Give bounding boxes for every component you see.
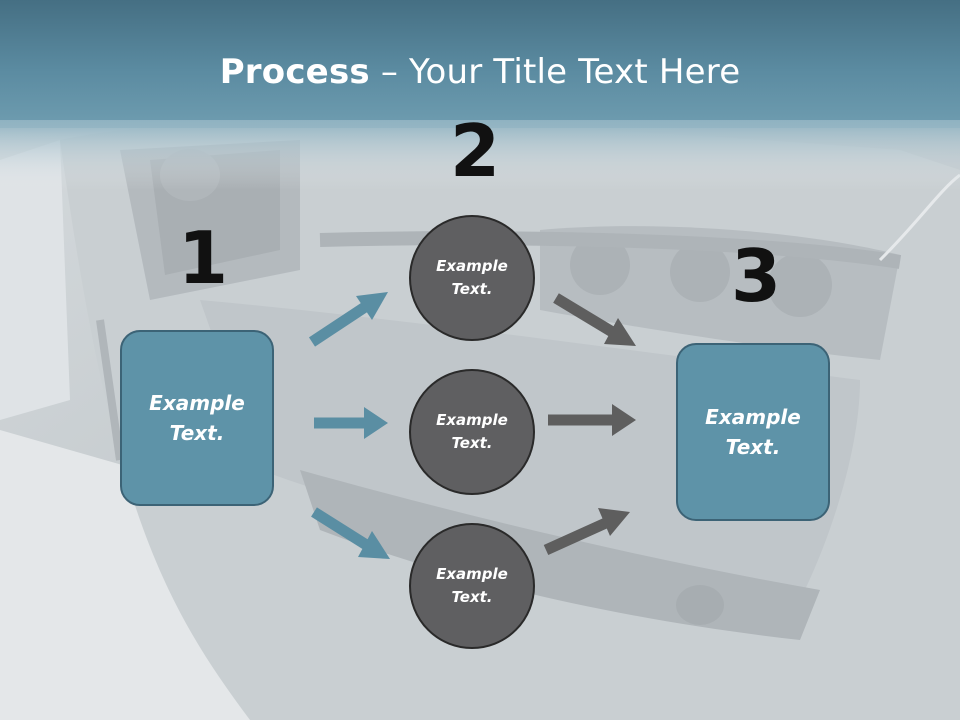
arrow-bottom-to-right [543, 508, 630, 556]
step-3-number: 3 [731, 234, 782, 318]
step-2-number: 2 [450, 109, 501, 193]
arrow-left-to-bottom [311, 507, 390, 559]
arrow-middle-to-right [548, 404, 636, 436]
arrow-left-to-top [308, 292, 388, 347]
circle-bottom: Example Text. [409, 523, 535, 649]
circle-top: Example Text. [409, 215, 535, 341]
slide-title: Process – Your Title Text Here [0, 52, 960, 92]
step-1-number: 1 [178, 216, 229, 300]
circle-bottom-text: Example Text. [436, 565, 508, 606]
arrow-top-to-right [553, 293, 636, 346]
circle-top-text: Example Text. [436, 257, 508, 298]
circle-middle-text: Example Text. [436, 411, 508, 452]
title-rest: – Your Title Text Here [369, 52, 741, 92]
step-3-box-text: Example Text. [705, 405, 801, 459]
step-3-box: Example Text. [676, 343, 830, 521]
step-1-box-text: Example Text. [149, 391, 245, 445]
arrow-left-to-middle [314, 407, 388, 439]
title-bold: Process [219, 52, 370, 92]
step-1-box: Example Text. [120, 330, 274, 506]
circle-middle: Example Text. [409, 369, 535, 495]
